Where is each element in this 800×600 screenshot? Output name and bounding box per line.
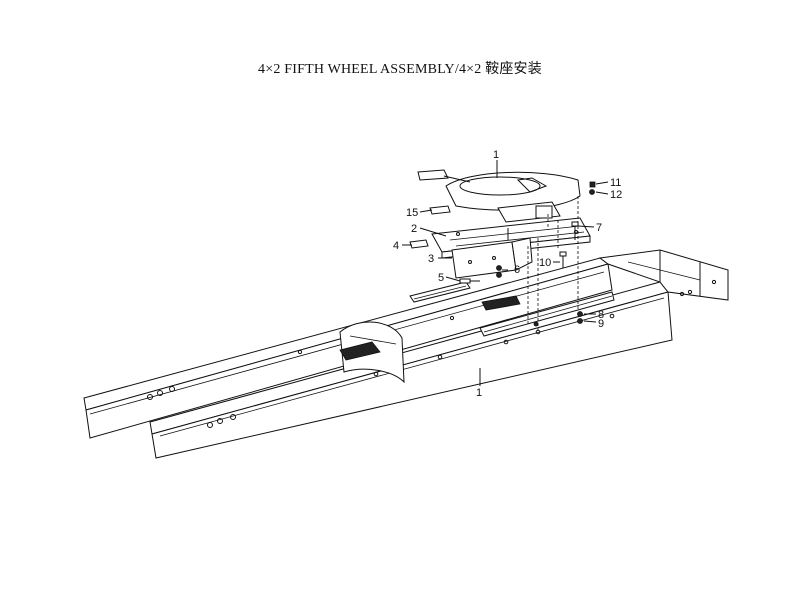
callout-4: 4 [393,240,399,252]
callout-10: 10 [539,257,551,269]
callout-3: 3 [428,253,434,265]
nuts-6 [496,265,502,278]
callout-frame: 1 [476,387,482,399]
callout-6: 6 [514,264,520,276]
callout-2: 2 [411,223,417,235]
callout-7: 7 [596,222,602,234]
callout-8: 8 [598,309,604,321]
mounting-angle-left [409,281,471,303]
callout-1: 1 [493,149,499,161]
callout-leaders [402,160,609,386]
callout-5: 5 [438,272,444,284]
callout-12: 12 [610,189,622,201]
callout-labels: 1 15 2 4 3 6 5 7 10 11 12 8 9 1 [393,149,622,399]
assembly-guide-lines [527,196,579,330]
bolt-5 [459,278,480,284]
bolt-washer-11-12 [589,181,596,195]
callout-9: 9 [598,318,604,330]
drawing-title: 4×2 FIFTH WHEEL ASSEMBLY/4×2 鞍座安装 [258,62,542,77]
pad-15 [429,205,451,215]
mounting-angle-right [479,291,615,337]
fifth-wheel-plate [417,169,581,223]
nuts-washers-8-9 [533,311,583,327]
chassis-frame [83,249,729,459]
callout-15: 15 [406,207,418,219]
pad-4 [409,239,429,249]
callout-11: 11 [610,177,621,189]
rail-holes [147,279,717,428]
bolt-10 [559,251,567,268]
